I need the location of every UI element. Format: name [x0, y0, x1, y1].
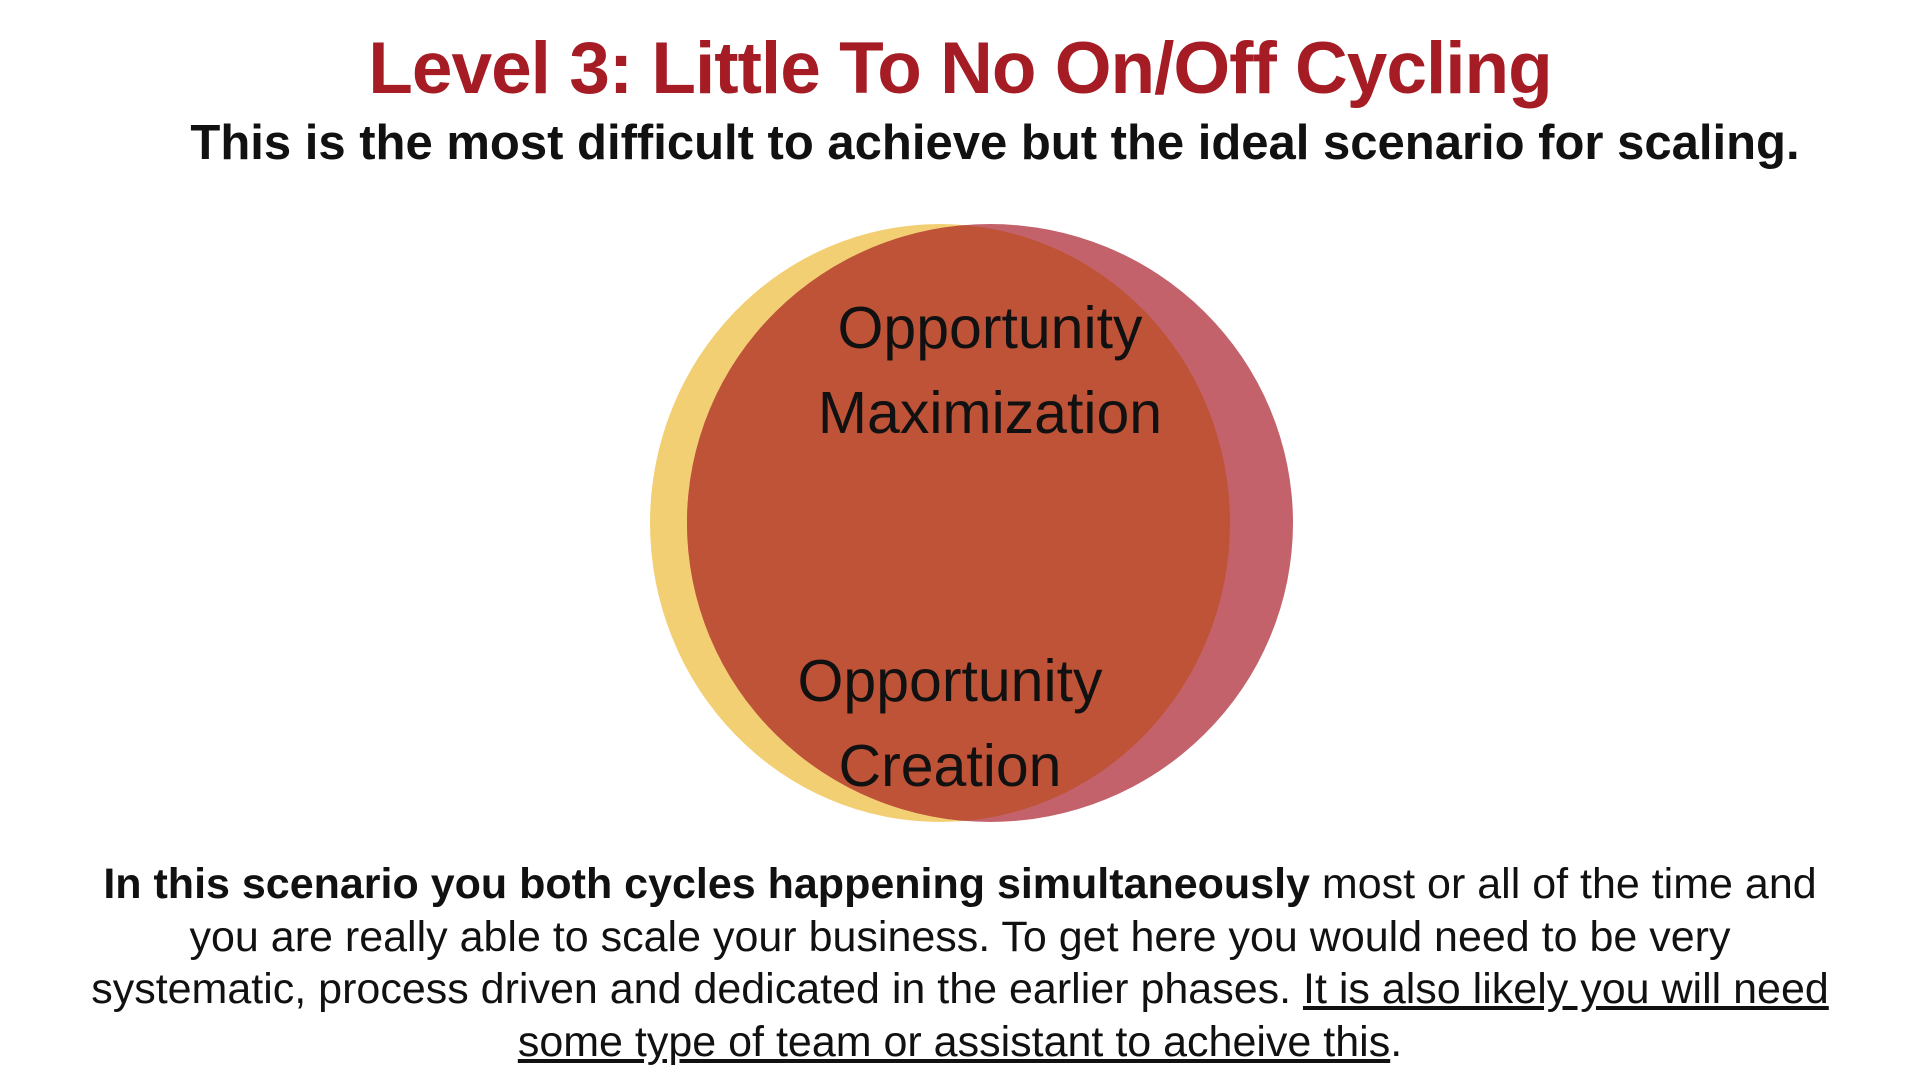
top-label-line-1: Opportunity	[838, 295, 1143, 361]
scenario-description: In this scenario you both cycles happeni…	[80, 858, 1840, 1068]
description-emphasis: It is also likely you will need some typ…	[517, 965, 1829, 1066]
bottom-label-line-2: Creation	[838, 733, 1061, 799]
description-lead: In this scenario you both cycles happeni…	[103, 860, 1310, 908]
slide-subtitle: This is the most difficult to achieve bu…	[190, 116, 1800, 170]
description-body: most or all of the time and you are real…	[91, 860, 1817, 1013]
slide-title: Level 3: Little To No On/Off Cycling	[368, 28, 1552, 109]
description-end: .	[1390, 1017, 1403, 1066]
circle-overlap	[687, 224, 1230, 822]
top-label-line-2: Maximization	[818, 380, 1162, 446]
bottom-label-line-1: Opportunity	[798, 648, 1103, 714]
